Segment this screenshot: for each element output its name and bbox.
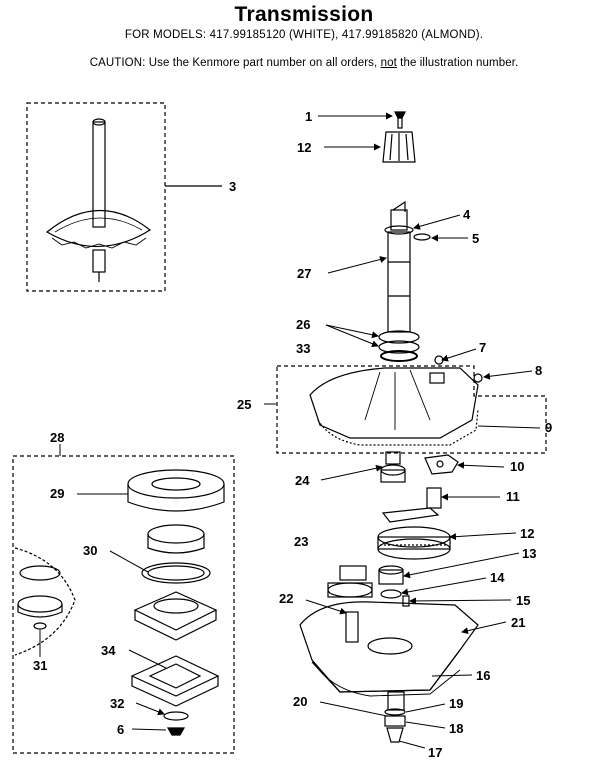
part-30-bearing <box>141 524 211 584</box>
caution-line: CAUTION: Use the Kenmore part number on … <box>0 57 608 69</box>
callout-4: 4 <box>463 207 471 222</box>
part-4-washer <box>384 225 414 235</box>
callout-labels: 1 12 3 4 5 27 26 33 7 8 25 9 28 24 10 29… <box>33 109 552 760</box>
part-5-clip <box>413 233 431 241</box>
part-14-spacer <box>380 589 402 599</box>
callout-5: 5 <box>472 231 479 246</box>
callout-13: 13 <box>522 546 536 561</box>
part-12-nut-top <box>382 131 416 163</box>
caution-not: not <box>380 57 397 69</box>
callout-29: 29 <box>50 486 64 501</box>
part-1-screw <box>394 111 406 129</box>
callout-20: 20 <box>293 694 307 709</box>
callout-11: 11 <box>506 489 520 504</box>
callout-33: 33 <box>296 341 310 356</box>
callout-10: 10 <box>510 459 524 474</box>
part-12-gear <box>377 526 451 560</box>
callout-14: 14 <box>490 570 505 585</box>
part-27-agitator-shaft <box>387 200 411 333</box>
caution-prefix: CAUTION: Use the Kenmore part number on … <box>89 57 381 69</box>
part-13-gear <box>378 565 404 585</box>
callout-30: 30 <box>83 543 97 558</box>
callout-32: 32 <box>110 696 124 711</box>
part-9-gasket <box>317 409 479 446</box>
callout-22: 22 <box>279 591 293 606</box>
callout-12-top: 12 <box>297 140 311 155</box>
callout-19: 19 <box>449 696 463 711</box>
callout-17: 17 <box>428 745 442 760</box>
callout-25: 25 <box>237 397 251 412</box>
callout-15: 15 <box>516 593 530 608</box>
part-16-housing-skirt <box>311 659 461 697</box>
callout-7: 7 <box>479 340 486 355</box>
part-19-washer <box>384 708 406 716</box>
part-11-crank <box>381 487 442 523</box>
callout-12-gear: 12 <box>520 526 534 541</box>
part-34-plate <box>130 655 220 707</box>
callout-1: 1 <box>305 109 312 124</box>
part-15-pin <box>402 595 410 607</box>
part-31-parts <box>14 547 76 656</box>
callout-21: 21 <box>511 615 525 630</box>
callout-8: 8 <box>535 363 542 378</box>
callout-3: 3 <box>229 179 236 194</box>
part-20-bottom-shaft <box>387 691 405 711</box>
leader-lines <box>39 112 541 749</box>
callout-16: 16 <box>476 668 490 683</box>
callout-18: 18 <box>449 721 463 736</box>
callout-24: 24 <box>295 473 310 488</box>
callout-26: 26 <box>296 317 310 332</box>
models-line: FOR MODELS: 417.99185120 (WHITE), 417.99… <box>124 29 484 41</box>
part-29-ring <box>127 469 225 512</box>
callout-6: 6 <box>117 722 124 737</box>
callout-34: 34 <box>101 643 116 658</box>
page-title: Transmission <box>234 3 374 26</box>
caution-suffix: the illustration number. <box>396 57 519 69</box>
callout-27: 27 <box>297 266 311 281</box>
part-24-pinion <box>380 451 406 483</box>
part-32-washer <box>163 711 189 721</box>
callout-31: 31 <box>33 658 47 673</box>
part-33-plate <box>133 591 218 641</box>
part-18-bearing <box>384 715 406 727</box>
part-26-seals <box>378 330 420 362</box>
part-25-cover-assembly <box>276 355 547 454</box>
part-6-screw <box>166 727 186 736</box>
part-3-drive-shaft-assembly <box>26 102 222 292</box>
part-21-gear-case <box>299 601 479 693</box>
part-8-screw <box>473 373 483 383</box>
part-23-idler-gear <box>327 565 373 598</box>
callout-28: 28 <box>50 430 64 445</box>
callout-23: 23 <box>294 534 308 549</box>
part-10-shift-fork <box>424 454 459 475</box>
callout-9: 9 <box>545 420 552 435</box>
part-17-pulley-nut <box>386 727 404 743</box>
